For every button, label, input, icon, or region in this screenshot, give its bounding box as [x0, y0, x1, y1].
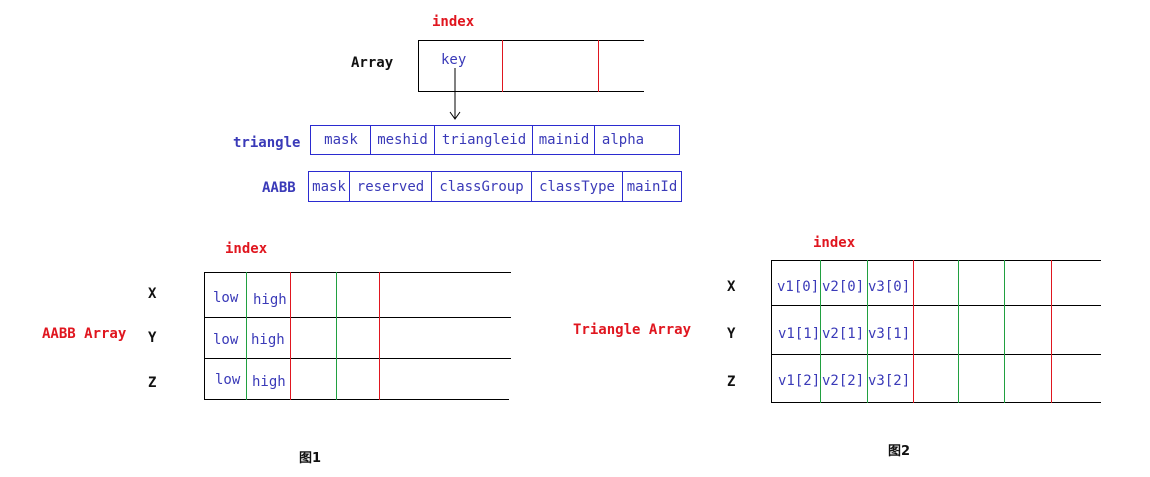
triangle-struct-box: mask meshid triangleid mainid alpha — [310, 125, 680, 155]
fig1-axis-label: Z — [148, 375, 157, 391]
fig1-low-cell: low — [215, 372, 241, 388]
fig2-v2-cell: v2[2] — [822, 373, 865, 389]
aabb-field: classGroup — [439, 178, 524, 195]
aabb-field: mask — [312, 178, 346, 195]
fig1-high-cell: high — [253, 292, 287, 308]
triangle-field: triangleid — [441, 132, 527, 148]
aabb-field: reserved — [356, 178, 425, 195]
key-pointer-arrow-icon — [449, 68, 461, 120]
aabb-field: mainId — [626, 178, 678, 195]
fig1-index-label: index — [225, 241, 268, 257]
fig1-low-cell: low — [213, 290, 239, 306]
aabb-field: classType — [539, 178, 615, 195]
fig2-v1-cell: v1[1] — [778, 326, 821, 342]
top-index-label: index — [432, 14, 475, 30]
fig2-axis-label: X — [727, 279, 736, 295]
aabb-struct-box: mask reserved classGroup classType mainI… — [308, 171, 682, 202]
triangle-array-label: Triangle Array — [573, 322, 692, 338]
fig2-v3-cell: v3[2] — [868, 373, 911, 389]
fig2-v3-cell: v3[0] — [868, 279, 911, 295]
figure2-caption: 图2 — [888, 444, 911, 459]
fig2-index-label: index — [813, 235, 856, 251]
key-label: key — [441, 52, 467, 68]
fig1-axis-label: Y — [148, 330, 157, 346]
triangle-field: mainid — [538, 132, 590, 148]
fig1-axis-label: X — [148, 286, 157, 302]
figure1-caption: 图1 — [299, 451, 322, 466]
fig2-v2-cell: v2[0] — [822, 279, 865, 295]
fig1-high-cell: high — [251, 332, 285, 348]
triangle-field: mask — [324, 132, 358, 148]
fig2-axis-label: Z — [727, 374, 736, 390]
triangle-field: meshid — [377, 132, 428, 148]
aabb-struct-label: AABB — [262, 180, 296, 196]
triangle-field: alpha — [601, 132, 645, 148]
fig2-v3-cell: v3[1] — [868, 326, 911, 342]
aabb-array-label: AABB Array — [42, 326, 127, 342]
fig2-axis-label: Y — [727, 326, 736, 342]
fig1-low-cell: low — [213, 332, 239, 348]
fig1-high-cell: high — [252, 374, 286, 390]
triangle-struct-label: triangle — [233, 135, 301, 151]
array-label: Array — [351, 55, 394, 71]
fig2-v1-cell: v1[0] — [777, 279, 820, 295]
fig2-v1-cell: v1[2] — [778, 373, 821, 389]
fig2-v2-cell: v2[1] — [822, 326, 865, 342]
